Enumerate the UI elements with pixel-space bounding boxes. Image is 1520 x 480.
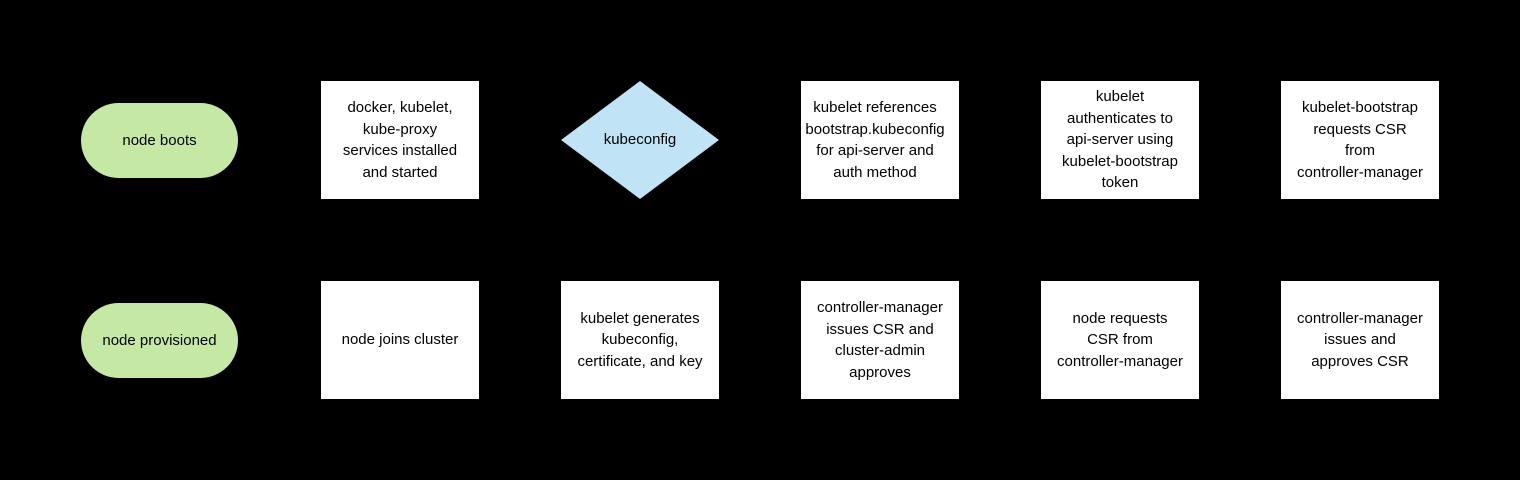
node-label-kubelet-authenticates: kubelet authenticates to api-server usin… bbox=[1062, 88, 1178, 192]
flowchart-node-controller-manager-issues-csr[interactable]: controller-manager issues CSR and cluste… bbox=[801, 281, 959, 399]
node-label-controller-manager-approves-csr: controller-manager issues and approves C… bbox=[1297, 309, 1423, 370]
flowchart-node-kubeconfig-decision[interactable]: kubeconfig bbox=[561, 81, 719, 199]
flowchart-node-node-joins-cluster[interactable]: node joins cluster bbox=[321, 281, 479, 399]
node-label-kubelet-generates-kubeconfig: kubelet generates kubeconfig, certificat… bbox=[577, 309, 703, 370]
node-label-node-requests-csr: node requests CSR from controller-manage… bbox=[1057, 309, 1183, 370]
node-label-kubeconfig-decision: kubeconfig bbox=[603, 131, 677, 149]
node-label-node-joins-cluster: node joins cluster bbox=[341, 331, 459, 349]
node-label-kubelet-bootstrap-requests-csr: kubelet-bootstrap requests CSR from cont… bbox=[1297, 99, 1423, 181]
flowchart-node-node-boots[interactable]: node boots bbox=[81, 103, 238, 178]
flowchart-node-node-provisioned[interactable]: node provisioned bbox=[81, 303, 238, 378]
node-label-node-boots: node boots bbox=[122, 131, 197, 149]
node-label-node-provisioned: node provisioned bbox=[102, 331, 217, 349]
flowchart-node-kubelet-generates-kubeconfig[interactable]: kubelet generates kubeconfig, certificat… bbox=[561, 281, 719, 399]
flowchart-node-kubelet-authenticates[interactable]: kubelet authenticates to api-server usin… bbox=[1041, 81, 1199, 199]
node-label-services-installed: docker, kubelet, kube-proxy services ins… bbox=[342, 99, 458, 181]
flowchart-node-controller-manager-approves-csr[interactable]: controller-manager issues and approves C… bbox=[1281, 281, 1439, 399]
flowchart-node-services-installed[interactable]: docker, kubelet, kube-proxy services ins… bbox=[321, 81, 479, 199]
flowchart-node-kubelet-references-bootstrap[interactable]: kubelet references bootstrap.kubeconfig … bbox=[801, 81, 959, 199]
node-label-controller-manager-issues-csr: controller-manager issues CSR and cluste… bbox=[817, 299, 943, 381]
node-label-kubelet-references-bootstrap: kubelet references bootstrap.kubeconfig … bbox=[805, 99, 945, 181]
flowchart-node-kubelet-bootstrap-requests-csr[interactable]: kubelet-bootstrap requests CSR from cont… bbox=[1281, 81, 1439, 199]
flowchart-node-node-requests-csr[interactable]: node requests CSR from controller-manage… bbox=[1041, 281, 1199, 399]
